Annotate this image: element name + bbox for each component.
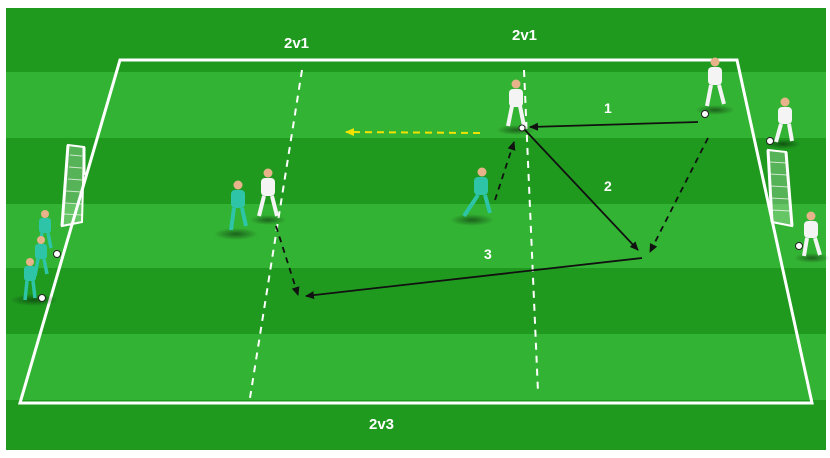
ball-center	[519, 125, 525, 131]
sequence-label-3: 3	[484, 246, 492, 262]
sequence-label-2: 2	[604, 178, 612, 194]
sequence-label-1: 1	[604, 100, 612, 116]
grass	[6, 8, 826, 450]
zone-label-top-left: 2v1	[284, 35, 309, 52]
zone-label-bottom: 2v3	[369, 416, 394, 433]
zone-label-top-right: 2v1	[512, 27, 537, 44]
